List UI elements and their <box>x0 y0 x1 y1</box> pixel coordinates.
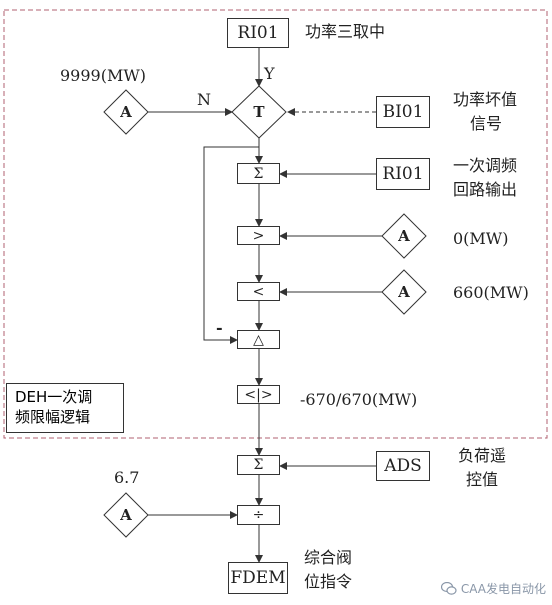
deh-logic-group-border <box>3 9 548 439</box>
fm-output-caption-line2: 回路输出 <box>453 180 518 199</box>
fm-output-caption-line1: 一次调频 <box>453 156 518 175</box>
deh-logic-group-caption: DEH一次调 频限幅逻辑 <box>6 383 124 433</box>
fdem-caption-line1: 综合阀 <box>304 548 353 567</box>
transfer-switch-diamond <box>231 85 287 139</box>
fdem-block: FDEM <box>228 562 288 594</box>
analog-0-diamond <box>381 213 427 259</box>
limiter-operator: <|> <box>237 385 280 404</box>
transfer-switch-label: T <box>253 103 265 121</box>
sum-operator-2: Σ <box>237 455 280 475</box>
limit-range-value: -670/670(MW) <box>300 390 418 409</box>
watermark: CAA发电自动化 <box>440 580 546 597</box>
yes-label: Y <box>264 64 275 83</box>
power-bad-caption-line2: 信号 <box>470 114 503 133</box>
power-selector-block: RI01 <box>227 18 289 48</box>
ads-caption-line2: 控值 <box>466 470 499 489</box>
greater-than-operator: > <box>237 226 280 245</box>
analog-660-diamond <box>381 269 427 315</box>
analog-9999-diamond <box>103 89 149 135</box>
wechat-icon <box>440 582 457 595</box>
delta-operator: △ <box>237 330 280 349</box>
primary-fm-output-block: RI01 <box>376 158 430 190</box>
analog-0-value: 0(MW) <box>453 229 509 248</box>
minus-sign-label: - <box>216 318 223 337</box>
line-feedback-loop <box>203 146 259 344</box>
analog-6-7-diamond <box>103 492 149 538</box>
analog-660-value: 660(MW) <box>453 283 529 302</box>
fdem-caption-line2: 位指令 <box>304 572 353 591</box>
ads-caption-line1: 负荷遥 <box>458 446 507 465</box>
group-caption-line1: DEH一次调 <box>15 388 93 406</box>
analog-660-label: A <box>398 283 410 301</box>
ads-block: ADS <box>376 451 430 481</box>
analog-9999-value: 9999(MW) <box>60 66 147 85</box>
power-bad-caption-line1: 功率坏值 <box>453 90 518 109</box>
analog-6-7-label: A <box>120 506 132 524</box>
power-bad-signal-block: BI01 <box>376 96 430 128</box>
divide-operator: ÷ <box>237 505 280 525</box>
sum-operator-1: Σ <box>237 163 280 184</box>
less-than-operator: < <box>237 282 280 301</box>
analog-6-7-value: 6.7 <box>114 468 140 487</box>
analog-9999-label: A <box>120 103 132 121</box>
group-caption-line2: 频限幅逻辑 <box>15 408 91 426</box>
analog-0-label: A <box>398 227 410 245</box>
watermark-text: CAA发电自动化 <box>460 582 546 596</box>
no-label: N <box>197 90 211 109</box>
power-selector-caption: 功率三取中 <box>305 22 386 41</box>
